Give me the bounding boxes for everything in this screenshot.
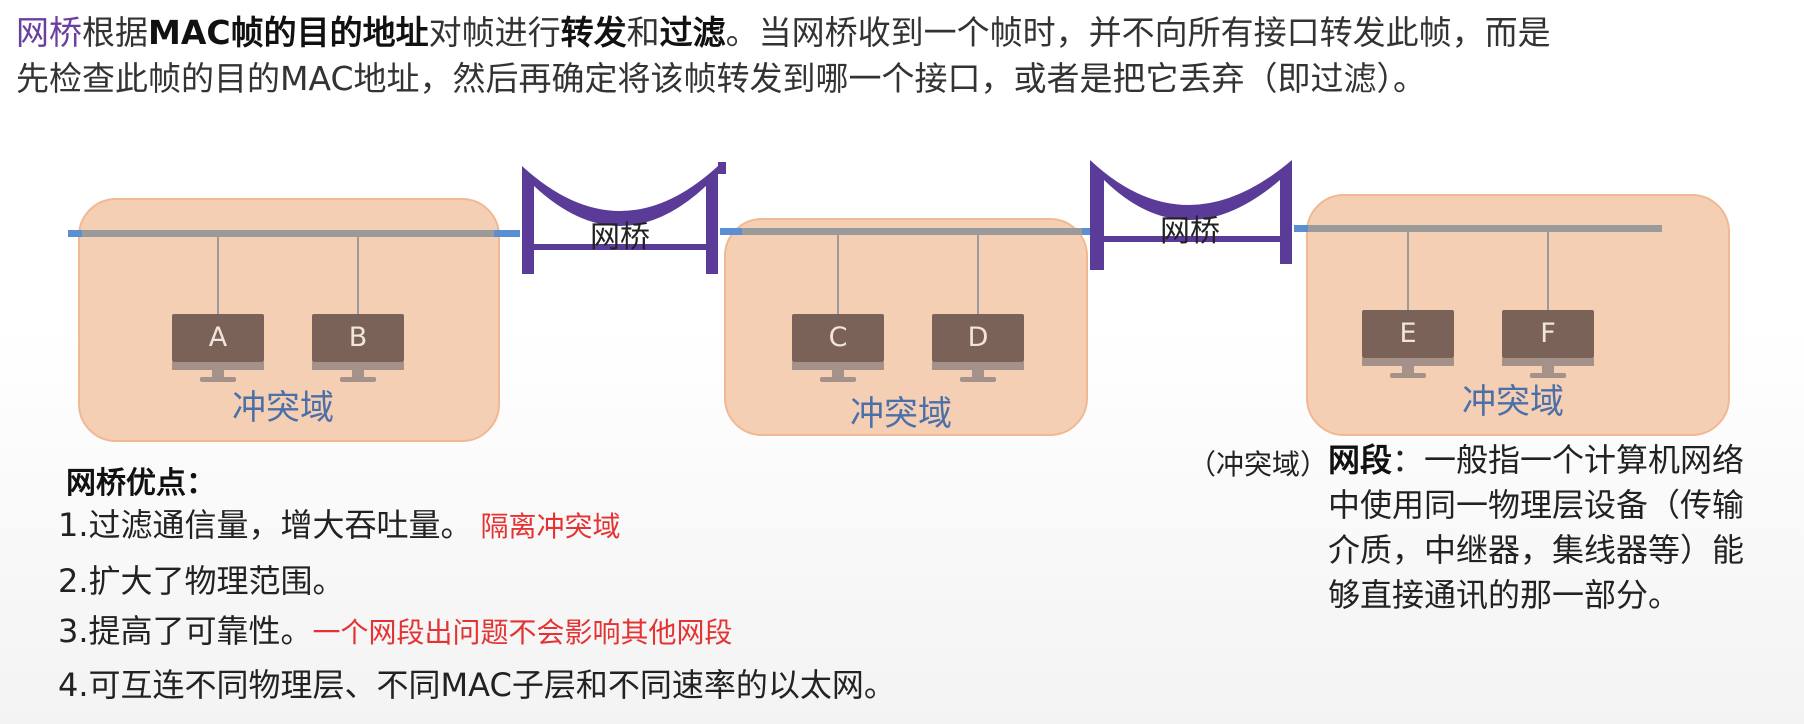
- drop-line-f: [1547, 231, 1549, 311]
- segment-prefix: （冲突域）: [1188, 448, 1329, 481]
- computer-d: D: [932, 314, 1024, 384]
- advantage-item-2: 2.扩大了物理范围。: [58, 556, 345, 602]
- computer-a-label: A: [172, 314, 264, 362]
- advantage-text: 2.扩大了物理范围。: [58, 562, 345, 600]
- collision-domain-label-1: 冲突域: [232, 388, 334, 428]
- drop-line-c: [837, 234, 839, 316]
- drop-line-a: [217, 236, 219, 316]
- computer-e: E: [1362, 310, 1454, 380]
- collision-domain-2: [724, 218, 1088, 436]
- bridge-icon-1: [522, 162, 726, 274]
- intro-paragraph: 网桥根据MAC帧的目的地址对帧进行转发和过滤。当网桥收到一个帧时，并不向所有接口…: [16, 10, 1776, 102]
- advantage-text: 3.提高了可靠性。: [58, 612, 313, 650]
- intro-text: 和: [626, 13, 660, 52]
- intro-text: 对帧进行: [428, 13, 561, 52]
- intro-text: 。当网桥收到一个帧时，并不向所有接口转发此帧，而是: [725, 13, 1551, 52]
- advantage-text: 4.可互连不同物理层、不同MAC子层和不同速率的以太网。: [58, 666, 896, 704]
- bus-line-3: [1308, 225, 1662, 232]
- bus-line-2: [742, 228, 1082, 235]
- intro-term-filter: 过滤: [659, 13, 726, 52]
- computer-c-label: C: [792, 314, 884, 362]
- intro-term-mac-dest: MAC帧的目的地址: [148, 13, 429, 52]
- advantages-title: 网桥优点：: [66, 466, 216, 501]
- bus-line-1: [82, 230, 494, 237]
- drop-line-e: [1407, 231, 1409, 311]
- bus-line-link-1: [494, 230, 520, 237]
- segment-definition-text: ：一般指一个计算机网络中使用同一物理层设备（传输介质，中继器，集线器等）能够直接…: [1328, 441, 1745, 614]
- segment-definition: 网段：一般指一个计算机网络中使用同一物理层设备（传输介质，中继器，集线器等）能够…: [1328, 438, 1768, 618]
- collision-domain-1: [78, 198, 500, 442]
- advantage-item-3: 3.提高了可靠性。一个网段出问题不会影响其他网段: [58, 606, 733, 652]
- collision-domain-label-3: 冲突域: [1462, 382, 1564, 422]
- bridge-icon-2: [1090, 160, 1292, 270]
- advantage-note: 一个网段出问题不会影响其他网段: [312, 616, 733, 649]
- computer-d-label: D: [932, 314, 1024, 362]
- computer-f: F: [1502, 310, 1594, 380]
- computer-a: A: [172, 314, 264, 384]
- bridge-label-2: 网桥: [1160, 214, 1220, 249]
- intro-line-2: 先检查此帧的目的MAC地址，然后再确定将该帧转发到哪一个接口，或者是把它丢弃（即…: [16, 59, 1427, 98]
- bus-line-link-3: [1082, 228, 1094, 235]
- bus-line-link-4: [1294, 225, 1308, 232]
- intro-term-forward: 转发: [560, 13, 627, 52]
- computer-e-label: E: [1362, 310, 1454, 358]
- advantage-note: 隔离冲突域: [480, 510, 621, 543]
- computer-b: B: [312, 314, 404, 384]
- segment-term: 网段: [1328, 441, 1393, 479]
- intro-line-1: 网桥根据MAC帧的目的地址对帧进行转发和过滤。当网桥收到一个帧时，并不向所有接口…: [16, 10, 1776, 56]
- bridge-label-1: 网桥: [590, 220, 650, 255]
- bus-line-edge-left: [68, 230, 82, 237]
- computer-c: C: [792, 314, 884, 384]
- advantage-item-1: 1.过滤通信量，增大吞吐量。隔离冲突域: [58, 500, 621, 546]
- intro-text: 根据: [82, 13, 148, 52]
- computer-b-label: B: [312, 314, 404, 362]
- computer-f-label: F: [1502, 310, 1594, 358]
- bus-line-link-2: [720, 228, 742, 235]
- drop-line-d: [977, 234, 979, 316]
- advantage-item-4: 4.可互连不同物理层、不同MAC子层和不同速率的以太网。: [58, 660, 896, 706]
- collision-domain-label-2: 冲突域: [850, 394, 952, 434]
- drop-line-b: [357, 236, 359, 316]
- advantage-text: 1.过滤通信量，增大吞吐量。: [58, 506, 473, 544]
- intro-term-bridge: 网桥: [16, 13, 82, 52]
